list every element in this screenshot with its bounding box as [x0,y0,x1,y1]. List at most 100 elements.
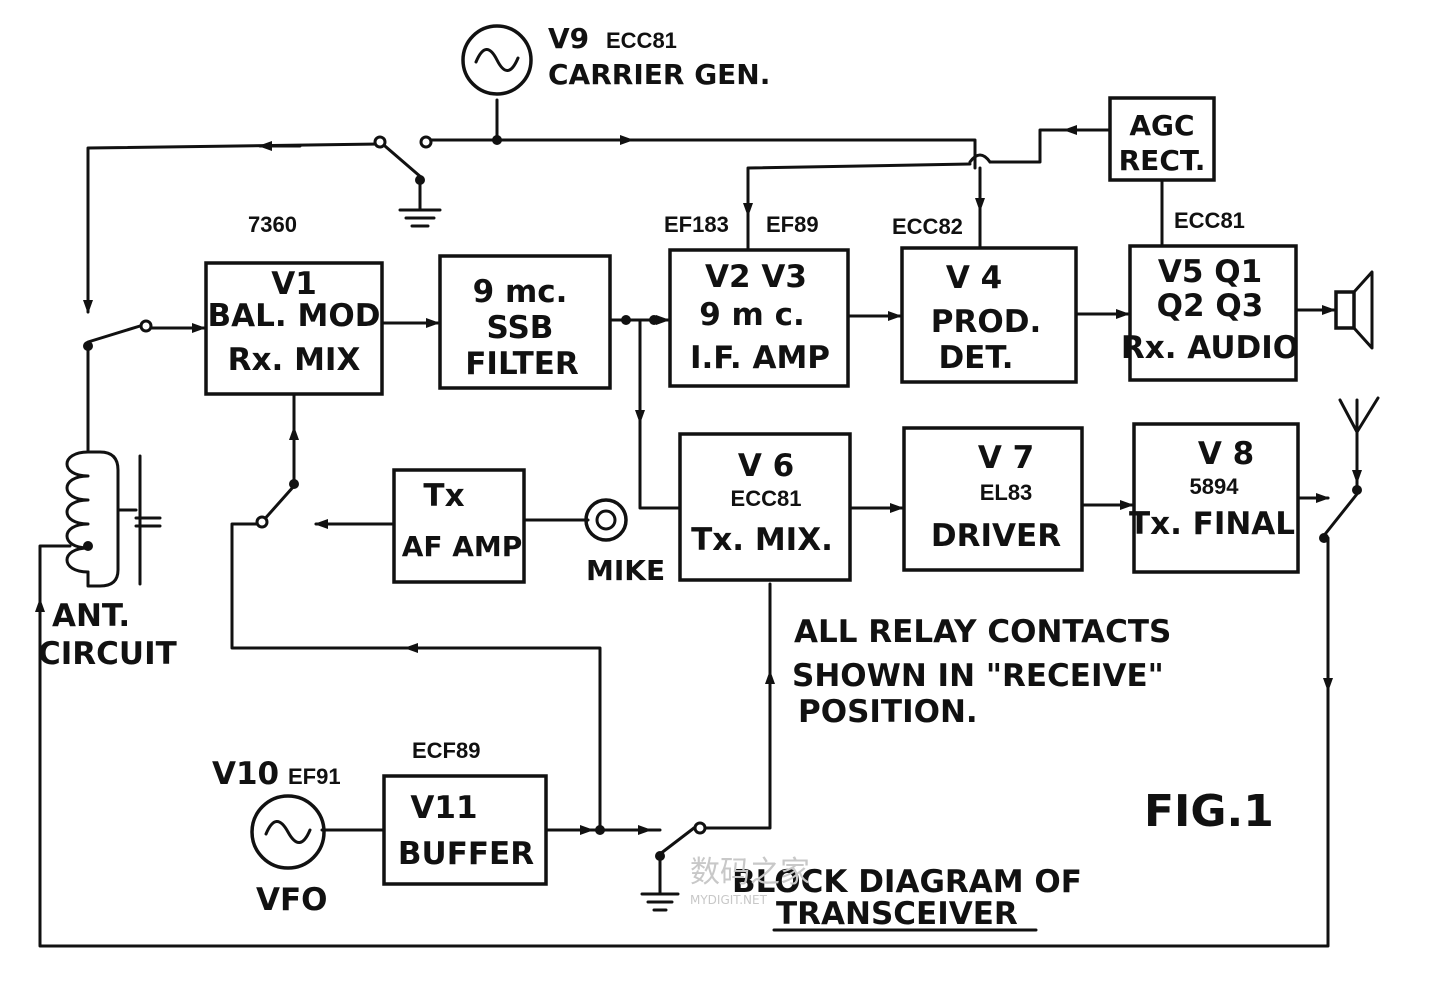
audio-line2: Q2 Q3 [1157,288,1264,324]
top-left-bus [86,142,382,312]
agc-line1: AGC [1129,109,1194,142]
watermark: 数码之家 MYDIGIT.NET [690,855,810,907]
junction-dot [1319,533,1329,543]
block-bal-mod: V1 BAL. MOD Rx. MIX [204,261,384,396]
diagram-caption: BLOCK DIAGRAM OF TRANSCEIVER [732,864,1082,932]
agc-line [988,128,1110,164]
open-contact [693,821,707,835]
v1-relay-blade [260,484,296,524]
junction-dot [415,175,425,185]
txmix-line3: Tx. MIX. [691,522,833,558]
ant-circuit-label: ANT. CIRCUIT [38,598,177,672]
open-contact [255,515,269,529]
carrier-gen-name: CARRIER GEN. [548,58,770,91]
tube-v11: ECF89 [412,738,480,763]
block-tx-af-amp: Tx AF AMP [392,468,526,584]
audio-line1: V5 Q1 [1158,254,1262,290]
junction-dot [83,541,93,551]
block-rx-audio: V5 Q1 Q2 Q3 Rx. AUDIO [1121,244,1299,382]
tube-v7: EL83 [980,480,1033,505]
ground-bottom [640,892,680,912]
vfo-relay-up [692,582,772,830]
tube-v8: 5894 [1190,474,1240,499]
agc-line2: RECT. [1119,144,1206,177]
tube-v3: EF89 [766,212,819,237]
figure-number: FIG.1 [1144,786,1274,837]
carrier-gen-label: V9 [548,22,589,55]
tube-type-labels: 7360 EF183 EF89 ECC82 ECC81 EF91 ECF89 [248,208,1245,789]
sine-wave-icon [264,820,312,844]
speaker-icon [1334,270,1374,350]
carrier-relay-blade [376,138,424,180]
note-line-1: ALL RELAY CONTACTS [794,614,1171,650]
ant-label-1: ANT. [52,598,130,634]
v1-relay-left [230,522,602,832]
ground-top-a [398,208,442,228]
tube-v2: EF183 [664,212,729,237]
prod-line2: PROD. [931,304,1041,340]
buffer-line1: V11 [410,790,477,826]
microphone-icon [584,498,628,542]
carrier-gen: V9 ECC81 CARRIER GEN. [461,22,770,96]
block-driver: V 7 EL83 DRIVER [902,426,1084,572]
mike-label: MIKE [586,554,665,587]
vfo-name: VFO [256,882,328,918]
junction-dot [492,135,502,145]
ant-cap [116,454,162,586]
antenna-arms [1338,396,1380,434]
block-ssb-filter: 9 mc. SSB FILTER [438,254,612,390]
tube-v1: 7360 [248,212,297,237]
agc-to-if [746,162,972,250]
junctions [83,135,1362,861]
txmix-line1: V 6 [738,448,794,484]
junction-dot [289,479,299,489]
afamp-line1: Tx [423,478,464,514]
watermark-text: 数码之家 [690,855,810,890]
block-if-amp: V2 V3 9 m c. I.F. AMP [668,248,850,388]
block-tx-mix: V 6 ECC81 Tx. MIX. [678,432,852,582]
block-prod-det: V 4 PROD. DET. [900,246,1078,384]
afamp-line2: AF AMP [402,530,523,563]
ant-switch-blade [86,324,142,344]
if-line3: I.F. AMP [690,340,830,376]
prod-line1: V 4 [946,260,1002,296]
carrier-gen-tube: ECC81 [606,28,677,53]
agc-box [1108,96,1216,182]
tube-v5: ECC81 [1174,208,1245,233]
sine-wave-icon [474,48,520,72]
if-line2: 9 m c. [699,297,805,333]
block-tx-final: V 8 5894 Tx. FINAL [1129,422,1300,574]
tube-v4: ECC82 [892,214,963,239]
prod-line3: DET. [938,340,1013,376]
filter-line1: 9 mc. [473,274,568,310]
driver-line1: V 7 [978,440,1034,476]
oscillator-icon [250,794,326,870]
relay-note: ALL RELAY CONTACTS SHOWN IN "RECEIVE" PO… [792,614,1171,730]
agc-rect-block: AGC RECT. [1108,96,1216,182]
antenna-relay-blade [1320,492,1359,540]
agc-hop [968,153,992,164]
final-line3: Tx. FINAL [1129,506,1295,542]
driver-line3: DRIVER [931,518,1061,554]
tube-v10: EF91 [288,764,341,789]
junction-dot [655,851,665,861]
note-line-3: POSITION. [798,694,978,730]
junction-dot [621,315,631,325]
open-contact [373,135,387,149]
vfo-label: V10 [212,756,279,792]
tube-v6: ECC81 [731,486,802,511]
watermark-sub: MYDIGIT.NET [690,893,768,907]
audio-line3: Rx. AUDIO [1121,330,1299,366]
open-contact [139,319,153,333]
filter-to-txmix [638,318,680,510]
ant-coil [65,450,90,574]
wiring [35,98,1380,948]
block-buffer: V11 BUFFER [382,774,548,886]
mike-symbol: MIKE [584,498,665,587]
filter-line3: FILTER [465,346,579,382]
ant-coil-frame [86,450,120,588]
oscillator-icon [461,24,533,96]
note-line-2: SHOWN IN "RECEIVE" [792,658,1164,694]
right-return [38,536,1330,948]
